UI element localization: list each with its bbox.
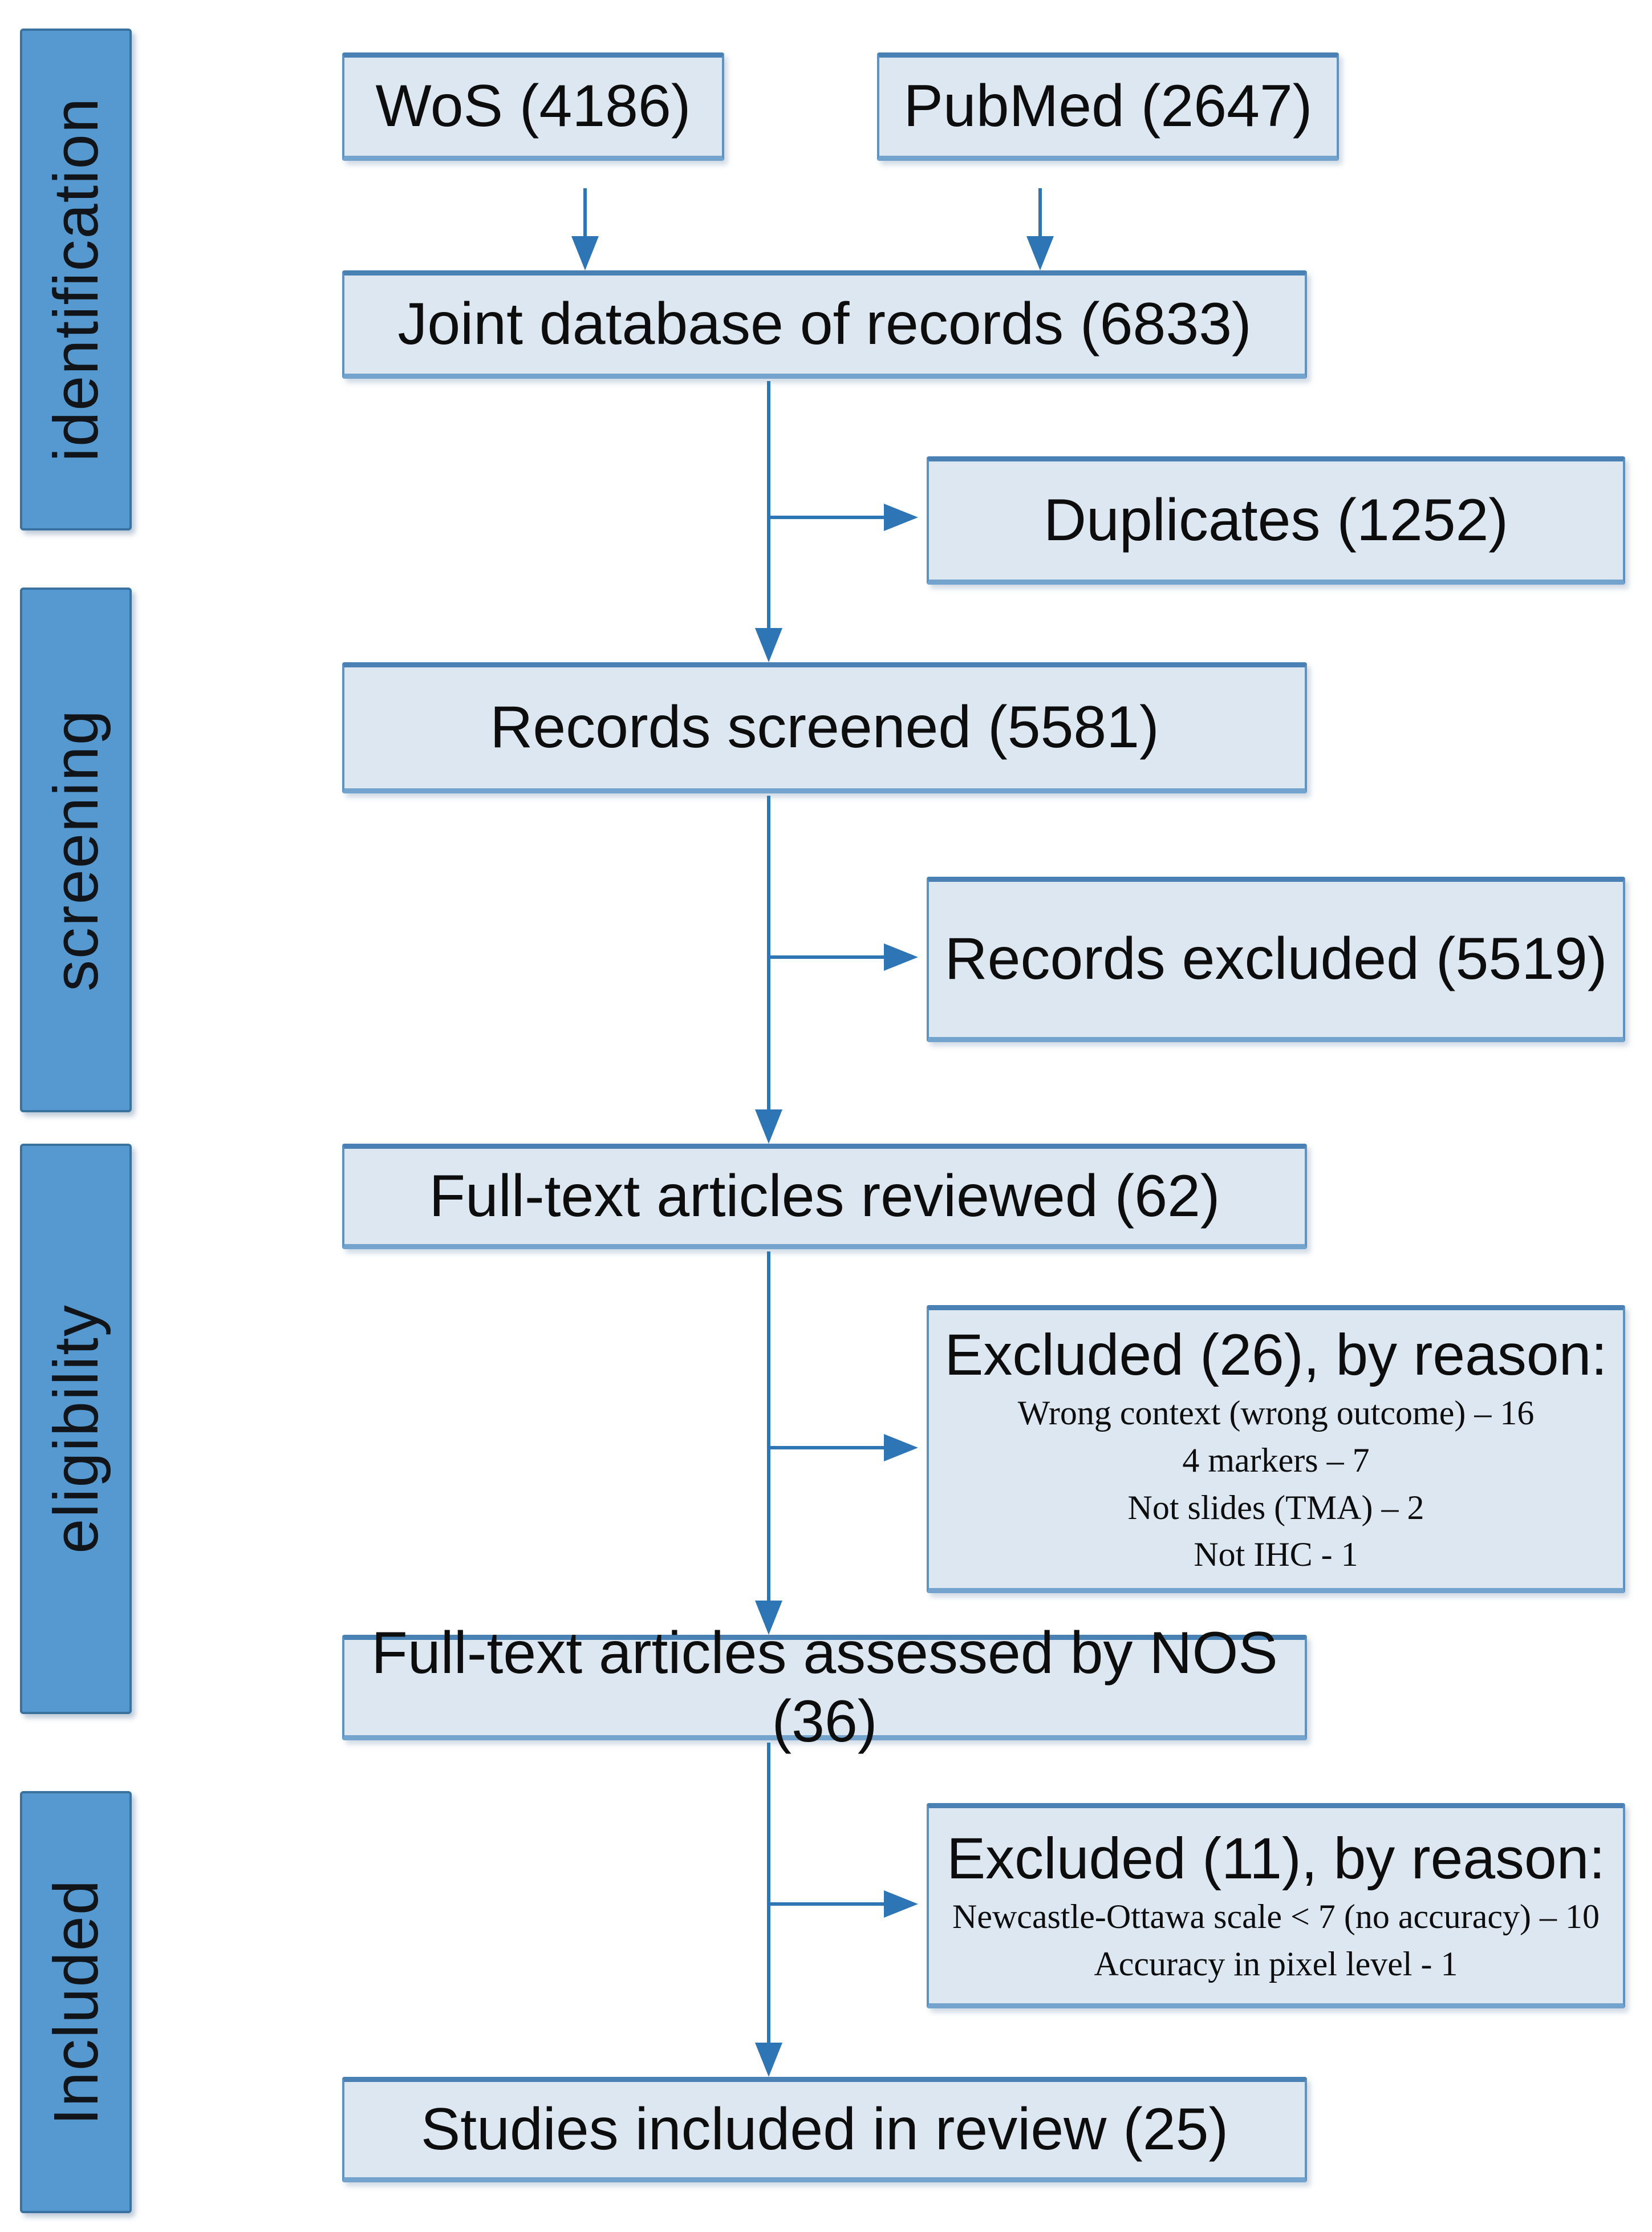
- box-records-screened-label: Records screened (5581): [490, 694, 1159, 761]
- connector-branch-duplicates-line: [769, 516, 884, 519]
- box-fulltext-nos: Full-text articles assessed by NOS (36): [342, 1620, 1307, 1755]
- stage-label-included: Included: [40, 1879, 111, 2125]
- excluded-fulltext-reason-3: Not slides (TMA) – 2: [1127, 1488, 1424, 1526]
- stage-label-eligibility: eligibility: [40, 1304, 111, 1554]
- box-wos: WoS (4186): [342, 52, 724, 161]
- stage-label-identification: identification: [40, 97, 111, 462]
- box-studies-included-label: Studies included in review (25): [420, 2096, 1229, 2162]
- stage-bar-included: Included: [20, 1791, 132, 2213]
- arrowhead-into-duplicates-icon: [884, 504, 918, 531]
- connector-joint-to-screened-line: [767, 381, 770, 628]
- stage-bar-screening: screening: [20, 588, 132, 1112]
- box-excluded-fulltext-heading: Excluded (26), by reason:: [944, 1322, 1608, 1387]
- arrowhead-into-records-excluded-icon: [884, 943, 918, 971]
- connector-branch-excluded26-line: [769, 1446, 884, 1449]
- box-excluded-fulltext: Excluded (26), by reason: Wrong context …: [927, 1305, 1625, 1593]
- box-wos-label: WoS (4186): [375, 73, 691, 140]
- connector-branch-records-excluded-line: [769, 955, 884, 959]
- excluded-fulltext-reason-2: 4 markers – 7: [1182, 1441, 1370, 1479]
- arrowhead-into-screened-icon: [755, 628, 782, 662]
- box-fulltext-nos-label: Full-text articles assessed by NOS (36): [371, 1619, 1278, 1755]
- stage-bar-eligibility: eligibility: [20, 1144, 132, 1714]
- arrowhead-into-reviewed-icon: [755, 1109, 782, 1144]
- arrowhead-into-excluded26-icon: [884, 1434, 918, 1461]
- connector-pubmed-line: [1038, 188, 1042, 237]
- box-joint-database-label: Joint database of records (6833): [397, 291, 1252, 358]
- box-records-excluded: Records excluded (5519): [927, 877, 1625, 1042]
- box-records-excluded-label: Records excluded (5519): [944, 926, 1608, 993]
- arrowhead-into-excluded11-icon: [884, 1890, 918, 1918]
- arrowhead-wos-down-icon: [571, 236, 599, 270]
- box-duplicates: Duplicates (1252): [927, 456, 1625, 585]
- box-duplicates-label: Duplicates (1252): [1043, 487, 1509, 553]
- excluded-nos-reason-2: Accuracy in pixel level - 1: [1094, 1945, 1458, 1983]
- stage-bar-identification: identification: [20, 29, 132, 530]
- arrowhead-into-included-icon: [755, 2043, 782, 2077]
- connector-reviewed-to-nos-line: [767, 1251, 770, 1601]
- connector-screened-to-reviewed-line: [767, 796, 770, 1109]
- excluded-fulltext-reason-4: Not IHC - 1: [1194, 1536, 1358, 1574]
- box-excluded-nos-heading: Excluded (11), by reason:: [947, 1826, 1605, 1891]
- box-pubmed: PubMed (2647): [877, 52, 1339, 161]
- arrowhead-pubmed-down-icon: [1026, 236, 1054, 270]
- connector-wos-line: [583, 188, 587, 237]
- excluded-fulltext-reason-1: Wrong context (wrong outcome) – 16: [1017, 1394, 1535, 1432]
- box-fulltext-reviewed-label: Full-text articles reviewed (62): [429, 1162, 1220, 1229]
- arrowhead-into-nos-icon: [755, 1601, 782, 1635]
- connector-branch-excluded11-line: [769, 1902, 884, 1906]
- box-records-screened: Records screened (5581): [342, 662, 1307, 793]
- box-excluded-nos: Excluded (11), by reason: Newcastle-Otta…: [927, 1803, 1625, 2008]
- box-studies-included: Studies included in review (25): [342, 2077, 1307, 2182]
- connector-nos-to-included-line: [767, 1743, 770, 2043]
- box-joint-database: Joint database of records (6833): [342, 270, 1307, 379]
- box-pubmed-label: PubMed (2647): [903, 73, 1313, 140]
- excluded-nos-reason-1: Newcastle-Ottawa scale < 7 (no accuracy)…: [952, 1898, 1600, 1936]
- stage-label-screening: screening: [40, 708, 111, 991]
- box-fulltext-reviewed: Full-text articles reviewed (62): [342, 1144, 1307, 1249]
